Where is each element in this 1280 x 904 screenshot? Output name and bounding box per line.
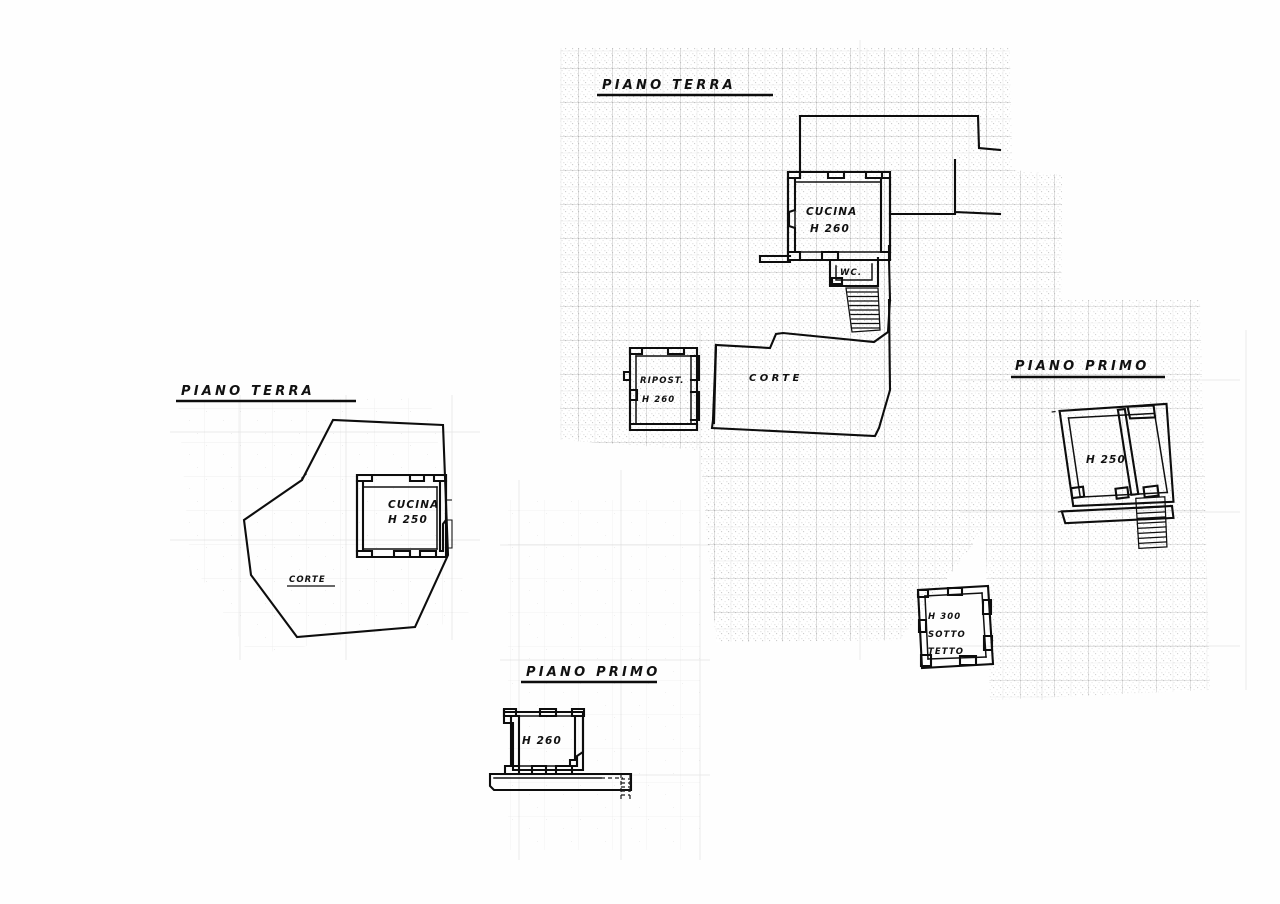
- attic-line-2: SOTTO: [928, 630, 966, 640]
- bottom-stair-dashed: [620, 774, 631, 800]
- left-lot-inner-notch: [301, 472, 308, 481]
- bottom-room-walls: [502, 707, 586, 776]
- center-corte-label: CORTE: [749, 373, 803, 384]
- center-ripost-walls: [622, 346, 701, 432]
- center-ripost-name: RIPOST.: [640, 376, 685, 386]
- plan-bottom-title: PIANO PRIMO: [526, 665, 660, 680]
- attic-height: H 300: [928, 612, 961, 622]
- center-corte-outline-2: [710, 298, 892, 438]
- center-cucina-height: H 260: [810, 223, 850, 235]
- center-wc-label: WC.: [840, 268, 862, 278]
- center-corte-outline: [714, 244, 892, 350]
- right-sottotetto-walls: [916, 584, 995, 670]
- left-cucina-name: CUCINA: [388, 499, 439, 511]
- bottom-terrace-outline: [488, 772, 633, 792]
- center-cucina-walls: [758, 170, 892, 264]
- left-lot-outline: [242, 418, 450, 639]
- bottom-stair-treads: [621, 778, 630, 796]
- plan-right-first-floor: PIANO PRIMO H 250: [916, 359, 1175, 670]
- center-site-outline-c: [953, 158, 1002, 216]
- left-corte-label: CORTE: [289, 575, 326, 585]
- center-staircase: [845, 287, 881, 333]
- center-ripost-height: H 260: [642, 395, 675, 405]
- plan-bottom-first-floor: PIANO PRIMO: [488, 665, 660, 800]
- plan-right-title: PIANO PRIMO: [1015, 359, 1149, 374]
- paper-texture-bottom: [508, 500, 700, 850]
- attic-line-3: TETTO: [928, 647, 964, 657]
- left-cucina-height: H 250: [388, 514, 428, 526]
- paper-texture-right: [980, 300, 1210, 700]
- center-site-outline: [798, 114, 1002, 152]
- plan-center-ground-floor: PIANO TERRA: [597, 78, 1002, 438]
- left-cucina-walls: [355, 473, 453, 559]
- right-apartment-walls: [1051, 402, 1175, 525]
- plan-center-title: PIANO TERRA: [602, 78, 736, 93]
- right-staircase: [1135, 496, 1168, 550]
- center-corte-left-edge: [712, 343, 718, 425]
- center-wc-walls: [828, 256, 880, 288]
- plan-left-ground-floor: PIANO TERRA CUCINA H: [176, 384, 453, 639]
- center-cucina-name: CUCINA: [806, 206, 857, 218]
- plan-left-title: PIANO TERRA: [181, 384, 315, 399]
- right-room-height: H 250: [1086, 454, 1126, 466]
- bottom-room-height: H 260: [522, 735, 562, 747]
